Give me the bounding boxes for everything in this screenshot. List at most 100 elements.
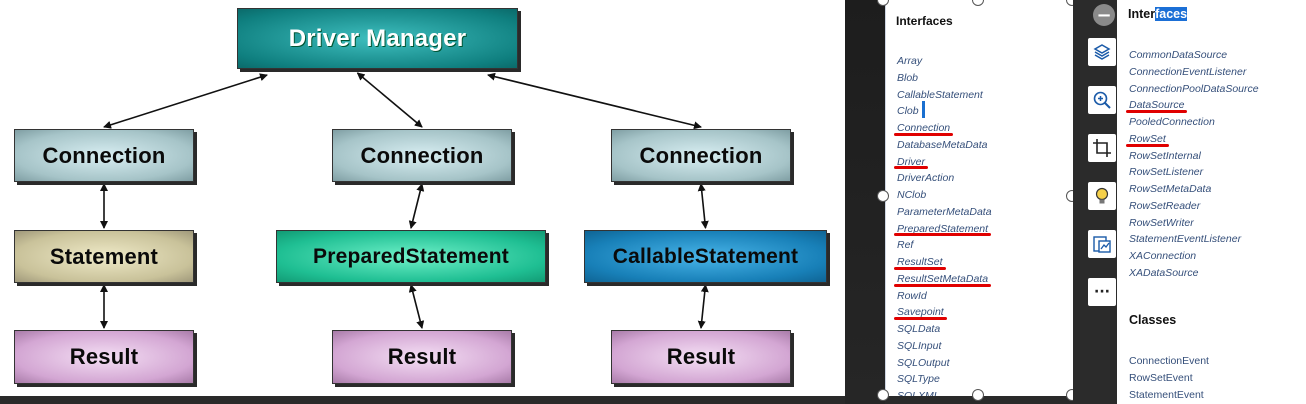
api-link[interactable]: RowSetWriter: [1129, 215, 1259, 232]
zoom-in-button[interactable]: [1088, 86, 1116, 114]
api-link-label: SQLOutput: [897, 356, 950, 369]
api-link[interactable]: ParameterMetaData: [897, 204, 992, 221]
red-underline-annotation: [1126, 143, 1169, 147]
api-link-label: Clob: [897, 105, 919, 118]
red-underline-annotation: [894, 166, 928, 170]
minus-icon[interactable]: −: [1093, 4, 1115, 26]
api-link[interactable]: ConnectionPoolDataSource: [1129, 81, 1259, 98]
floating-toolbar: ···: [1073, 0, 1117, 404]
edge-prepared-statement-to-result-2: [408, 284, 425, 329]
node-statement: Statement: [14, 230, 194, 283]
api-link[interactable]: RowSetMetaData: [1129, 181, 1259, 198]
red-underline-annotation: [1126, 110, 1188, 113]
api-link[interactable]: Connection: [894, 120, 992, 137]
api-link-label: SQLXML: [897, 390, 940, 396]
api-link[interactable]: CommonDataSource: [1129, 47, 1259, 64]
api-link[interactable]: ConnectionEvent: [1129, 353, 1209, 370]
edge-connection-3-to-callable-statement: [697, 183, 709, 229]
api-link[interactable]: RowSetListener: [1129, 164, 1259, 181]
api-link[interactable]: Ref: [897, 237, 992, 254]
api-link[interactable]: Driver: [894, 154, 992, 171]
api-link[interactable]: XAConnection: [1129, 248, 1259, 265]
api-link[interactable]: DriverAction: [897, 170, 992, 187]
api-link-label: StatementEventListener: [1129, 233, 1242, 246]
api-link[interactable]: PooledConnection: [1129, 114, 1259, 131]
crop-button[interactable]: [1088, 134, 1116, 162]
api-link[interactable]: SQLOutput: [897, 355, 992, 372]
api-link[interactable]: SQLType: [897, 371, 992, 388]
api-link-label: RowSetReader: [1129, 199, 1201, 212]
jdbc-architecture-diagram: Driver Manager Connection Connection Con…: [0, 0, 845, 396]
api-link[interactable]: DatabaseMetaData: [897, 137, 992, 154]
red-underline-annotation: [894, 266, 946, 270]
api-link-label: SQLData: [897, 323, 941, 335]
api-link-label: DatabaseMetaData: [897, 138, 988, 151]
resize-handle[interactable]: [877, 389, 889, 401]
api-link-label: PooledConnection: [1129, 116, 1215, 128]
api-link-label: ConnectionEvent: [1129, 355, 1209, 367]
api-link[interactable]: RowSetEvent: [1129, 370, 1209, 387]
zoom-in-icon: [1093, 91, 1111, 109]
resize-handle[interactable]: [877, 190, 889, 202]
api-link-label: SQLType: [897, 373, 940, 386]
heading-text: Inter: [1128, 7, 1156, 21]
api-link[interactable]: SQLXML: [897, 388, 992, 396]
node-driver-manager: Driver Manager: [237, 8, 518, 69]
api-link[interactable]: ResultSetMetaData: [894, 271, 992, 288]
edge-callable-statement-to-result-3: [697, 284, 709, 329]
edge-driver-manager-to-connection-2: [356, 72, 423, 128]
api-link[interactable]: DataSource: [1126, 97, 1259, 114]
node-result-3: Result: [611, 330, 791, 384]
image-chart-button[interactable]: [1088, 230, 1116, 258]
api-link[interactable]: CallableStatement: [897, 87, 992, 104]
api-link[interactable]: Clob: [897, 103, 992, 120]
api-link-label: RowSetMetaData: [1129, 183, 1212, 195]
edge-driver-manager-to-connection-3: [487, 72, 702, 130]
red-underline-annotation: [894, 233, 992, 237]
node-connection-1: Connection: [14, 129, 194, 182]
api-link-label: XADataSource: [1129, 266, 1199, 279]
text-cursor: [922, 101, 925, 118]
api-link[interactable]: RowSet: [1126, 131, 1259, 148]
api-link[interactable]: RowSetInternal: [1129, 148, 1259, 165]
api-link[interactable]: ResultSet: [894, 254, 992, 271]
resize-handle[interactable]: [972, 389, 984, 401]
red-underline-annotation: [894, 132, 954, 136]
api-link[interactable]: PreparedStatement: [894, 221, 992, 238]
more-icon: ···: [1094, 284, 1110, 300]
more-button[interactable]: ···: [1088, 278, 1116, 306]
api-link[interactable]: RowId: [897, 288, 992, 305]
selected-text[interactable]: faces: [1155, 7, 1188, 21]
api-link-label: RowSetWriter: [1129, 216, 1194, 229]
api-link[interactable]: RowSetReader: [1129, 198, 1259, 215]
api-link[interactable]: Array: [897, 53, 992, 70]
api-link-label: ConnectionEventListener: [1129, 65, 1247, 78]
layers-icon: [1093, 44, 1111, 60]
api-link-label: Ref: [897, 239, 914, 252]
api-link[interactable]: XADataSource: [1129, 265, 1259, 282]
api-link[interactable]: StatementEventListener: [1129, 231, 1259, 248]
api-link-label: RowSetInternal: [1129, 149, 1201, 162]
node-connection-3: Connection: [611, 129, 791, 182]
api-link[interactable]: SQLData: [897, 321, 992, 338]
api-link[interactable]: Savepoint: [894, 304, 992, 321]
lightbulb-button[interactable]: [1088, 182, 1116, 210]
api-link[interactable]: NClob: [897, 187, 992, 204]
layers-button[interactable]: [1088, 38, 1116, 66]
api-link[interactable]: Blob: [897, 70, 992, 87]
dark-gap: [845, 0, 885, 404]
edge-connection-2-to-prepared-statement: [408, 183, 425, 229]
api-link[interactable]: SQLInput: [897, 338, 992, 355]
node-result-2: Result: [332, 330, 512, 384]
red-underline-annotation: [894, 317, 947, 320]
api-link-label: Driver: [897, 155, 925, 168]
lightbulb-icon: [1095, 187, 1109, 204]
api-link-label: XAConnection: [1129, 250, 1197, 262]
node-result-1: Result: [14, 330, 194, 384]
node-connection-2: Connection: [332, 129, 512, 182]
edge-driver-manager-to-connection-1: [103, 73, 268, 129]
api-link[interactable]: StatementEvent: [1129, 387, 1209, 404]
api-link[interactable]: ConnectionEventListener: [1129, 64, 1259, 81]
api-link-label: Savepoint: [897, 306, 944, 319]
